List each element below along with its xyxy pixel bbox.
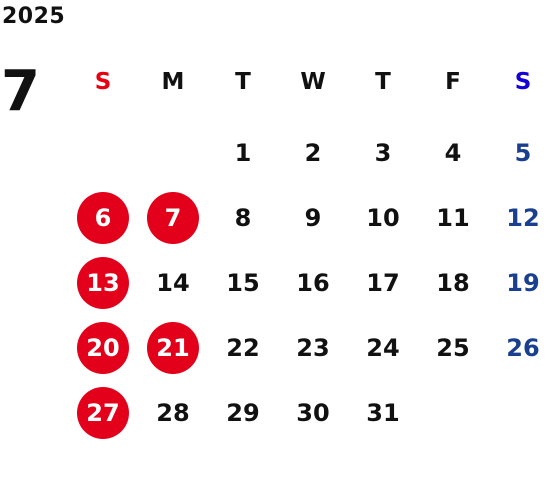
calendar-day-cell: 10 xyxy=(348,183,418,248)
weekday-label: T xyxy=(235,69,251,95)
day-number: 20 xyxy=(86,334,120,362)
day-number: 9 xyxy=(304,204,322,232)
weekday-label: T xyxy=(375,69,391,95)
calendar-day-cell: 18 xyxy=(418,248,488,313)
calendar-day-cell: 30 xyxy=(278,378,348,443)
weekday-label: S xyxy=(514,69,532,95)
day-number: 3 xyxy=(374,139,392,167)
calendar-day-cell: 4 xyxy=(418,118,488,183)
calendar-day-cell: 3 xyxy=(348,118,418,183)
day-number: 24 xyxy=(366,334,400,362)
calendar-week-row: 1 2 3 4 5 xyxy=(68,118,548,183)
day-number: 7 xyxy=(164,204,182,232)
calendar-day-cell: 17 xyxy=(348,248,418,313)
calendar-day-cell: 21 xyxy=(138,313,208,378)
holiday-marker-circle xyxy=(147,192,199,244)
holiday-marker-circle xyxy=(77,387,129,439)
day-number: 17 xyxy=(366,269,400,297)
calendar-week-row: 20 21 22 23 24 25 26 xyxy=(68,313,548,378)
calendar-day-cell: 6 xyxy=(68,183,138,248)
calendar-day-cell: 19 xyxy=(488,248,548,313)
day-number: 14 xyxy=(156,269,190,297)
calendar-day-cell: 12 xyxy=(488,183,548,248)
calendar-empty-cell xyxy=(138,118,208,183)
calendar-day-cell: 20 xyxy=(68,313,138,378)
calendar-day-cell: 24 xyxy=(348,313,418,378)
day-number: 10 xyxy=(366,204,400,232)
day-number: 15 xyxy=(226,269,260,297)
calendar-day-cell: 1 xyxy=(208,118,278,183)
weekday-label: S xyxy=(94,69,112,95)
calendar-day-cell: 27 xyxy=(68,378,138,443)
calendar-day-cell: 29 xyxy=(208,378,278,443)
calendar-empty-cell xyxy=(418,378,488,443)
calendar-day-cell: 14 xyxy=(138,248,208,313)
calendar-week-row: 6 7 8 9 10 11 12 xyxy=(68,183,548,248)
calendar-week-row: 27 28 29 30 31 xyxy=(68,378,548,443)
year-label: 2025 xyxy=(2,4,66,29)
calendar-empty-cell xyxy=(68,118,138,183)
calendar-day-cell: 25 xyxy=(418,313,488,378)
holiday-marker-circle xyxy=(77,322,129,374)
calendar-day-cell: 11 xyxy=(418,183,488,248)
holiday-marker-circle xyxy=(147,322,199,374)
day-number: 5 xyxy=(514,139,532,167)
calendar-day-cell: 15 xyxy=(208,248,278,313)
weekday-label: F xyxy=(445,69,461,95)
holiday-marker-circle xyxy=(77,257,129,309)
day-number: 6 xyxy=(94,204,112,232)
calendar-day-cell: 8 xyxy=(208,183,278,248)
weekday-label: W xyxy=(300,69,326,95)
day-number: 1 xyxy=(234,139,252,167)
month-number: 7 xyxy=(1,59,40,124)
calendar-day-cell: 5 xyxy=(488,118,548,183)
calendar-empty-cell xyxy=(488,378,548,443)
day-number: 13 xyxy=(86,269,120,297)
day-number: 19 xyxy=(506,269,540,297)
day-number: 12 xyxy=(506,204,540,232)
weekday-label: M xyxy=(161,69,185,95)
day-number: 31 xyxy=(366,399,400,427)
day-number: 18 xyxy=(436,269,470,297)
day-number: 2 xyxy=(304,139,322,167)
day-number: 16 xyxy=(296,269,330,297)
day-number: 8 xyxy=(234,204,252,232)
calendar-day-cell: 2 xyxy=(278,118,348,183)
day-number: 22 xyxy=(226,334,260,362)
day-number: 4 xyxy=(444,139,462,167)
calendar-day-cell: 23 xyxy=(278,313,348,378)
holiday-marker-circle xyxy=(77,192,129,244)
calendar-week-row: 13 14 15 16 17 18 19 xyxy=(68,248,548,313)
calendar-day-cell: 31 xyxy=(348,378,418,443)
calendar-day-cell: 16 xyxy=(278,248,348,313)
calendar-day-cell: 9 xyxy=(278,183,348,248)
calendar-day-cell: 22 xyxy=(208,313,278,378)
day-number: 28 xyxy=(156,399,190,427)
day-number: 29 xyxy=(226,399,260,427)
day-number: 25 xyxy=(436,334,470,362)
day-number: 26 xyxy=(506,334,540,362)
calendar-day-cell: 13 xyxy=(68,248,138,313)
day-number: 11 xyxy=(436,204,470,232)
calendar-day-cell: 26 xyxy=(488,313,548,378)
day-number: 23 xyxy=(296,334,330,362)
day-number: 27 xyxy=(86,399,120,427)
calendar-day-cell: 7 xyxy=(138,183,208,248)
day-number: 30 xyxy=(296,399,330,427)
calendar-day-cell: 28 xyxy=(138,378,208,443)
day-number: 21 xyxy=(156,334,190,362)
